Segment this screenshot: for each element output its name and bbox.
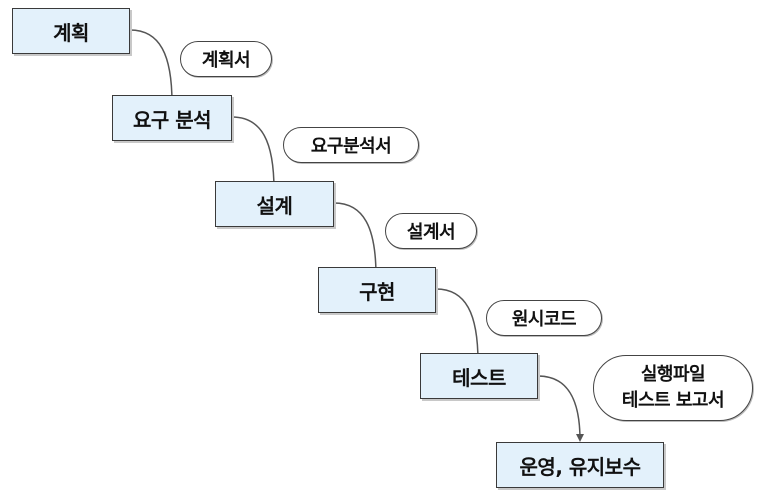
stage-test: 테스트	[420, 353, 538, 399]
doc-executable-label: 실행파일	[640, 364, 706, 385]
arrow-test-to-ops	[537, 375, 584, 442]
arrow-plan-to-analysis	[129, 29, 176, 105]
stage-design-label: 설계	[256, 193, 293, 218]
stage-plan-label: 계획	[53, 20, 89, 45]
stage-implementation: 구현	[318, 267, 436, 313]
stage-design: 설계	[215, 181, 334, 227]
doc-executable-test-report: 실행파일 테스트 보고서	[593, 355, 753, 421]
stage-operation-maintenance-label: 운영, 유지보수	[519, 454, 641, 479]
stage-plan: 계획	[12, 8, 130, 54]
stage-implementation-label: 구현	[359, 279, 395, 304]
doc-source-code-label: 원시코드	[511, 309, 577, 330]
doc-design: 설계서	[385, 213, 477, 249]
doc-test-report-label: 테스트 보고서	[621, 390, 725, 411]
stage-requirements-analysis: 요구 분석	[112, 95, 232, 141]
doc-source-code: 원시코드	[486, 300, 602, 336]
doc-requirements-spec-label: 요구분석서	[310, 136, 392, 157]
doc-plan: 계획서	[180, 41, 272, 77]
stage-operation-maintenance: 운영, 유지보수	[496, 442, 664, 488]
arrow-design-to-impl	[333, 202, 380, 278]
arrow-impl-to-test	[435, 288, 482, 364]
stage-requirements-analysis-label: 요구 분석	[132, 107, 212, 132]
arrow-analysis-to-design	[231, 116, 278, 192]
doc-design-label: 설계서	[406, 222, 456, 243]
doc-requirements-spec: 요구분석서	[283, 127, 419, 163]
doc-plan-label: 계획서	[201, 50, 251, 71]
stage-test-label: 테스트	[452, 365, 506, 390]
